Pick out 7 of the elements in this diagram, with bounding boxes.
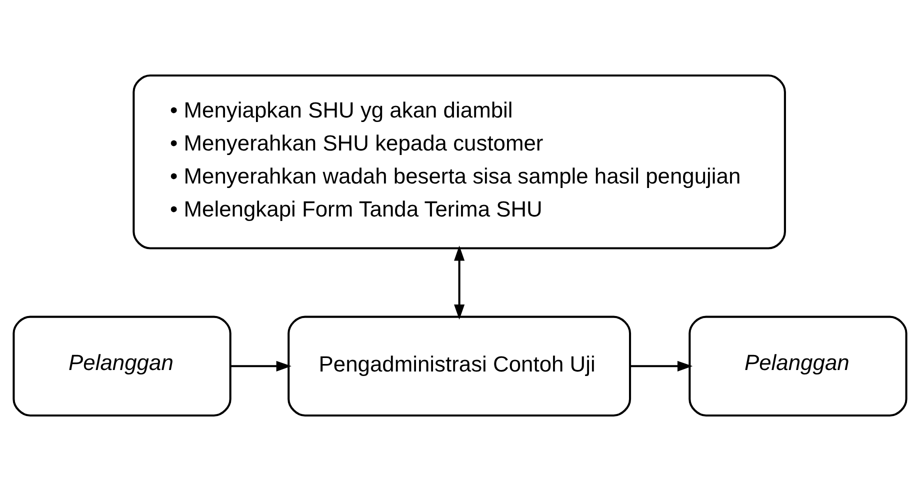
node-box: • Menyiapkan SHU yg akan diambil • Menyerahkan SHU kepada customer • Menyerahkan wadah beserta sisa sample hasil pengujian • Melengkapi Form Tanda Terima SHU xyxy=(132,74,786,250)
node-box: Pelanggan xyxy=(12,316,232,417)
arrow xyxy=(630,360,693,372)
node-box: Pelanggan xyxy=(688,316,908,417)
arrow xyxy=(230,360,292,372)
node-box: Pengadministrasi Contoh Uji xyxy=(288,316,632,417)
arrow xyxy=(454,246,465,320)
